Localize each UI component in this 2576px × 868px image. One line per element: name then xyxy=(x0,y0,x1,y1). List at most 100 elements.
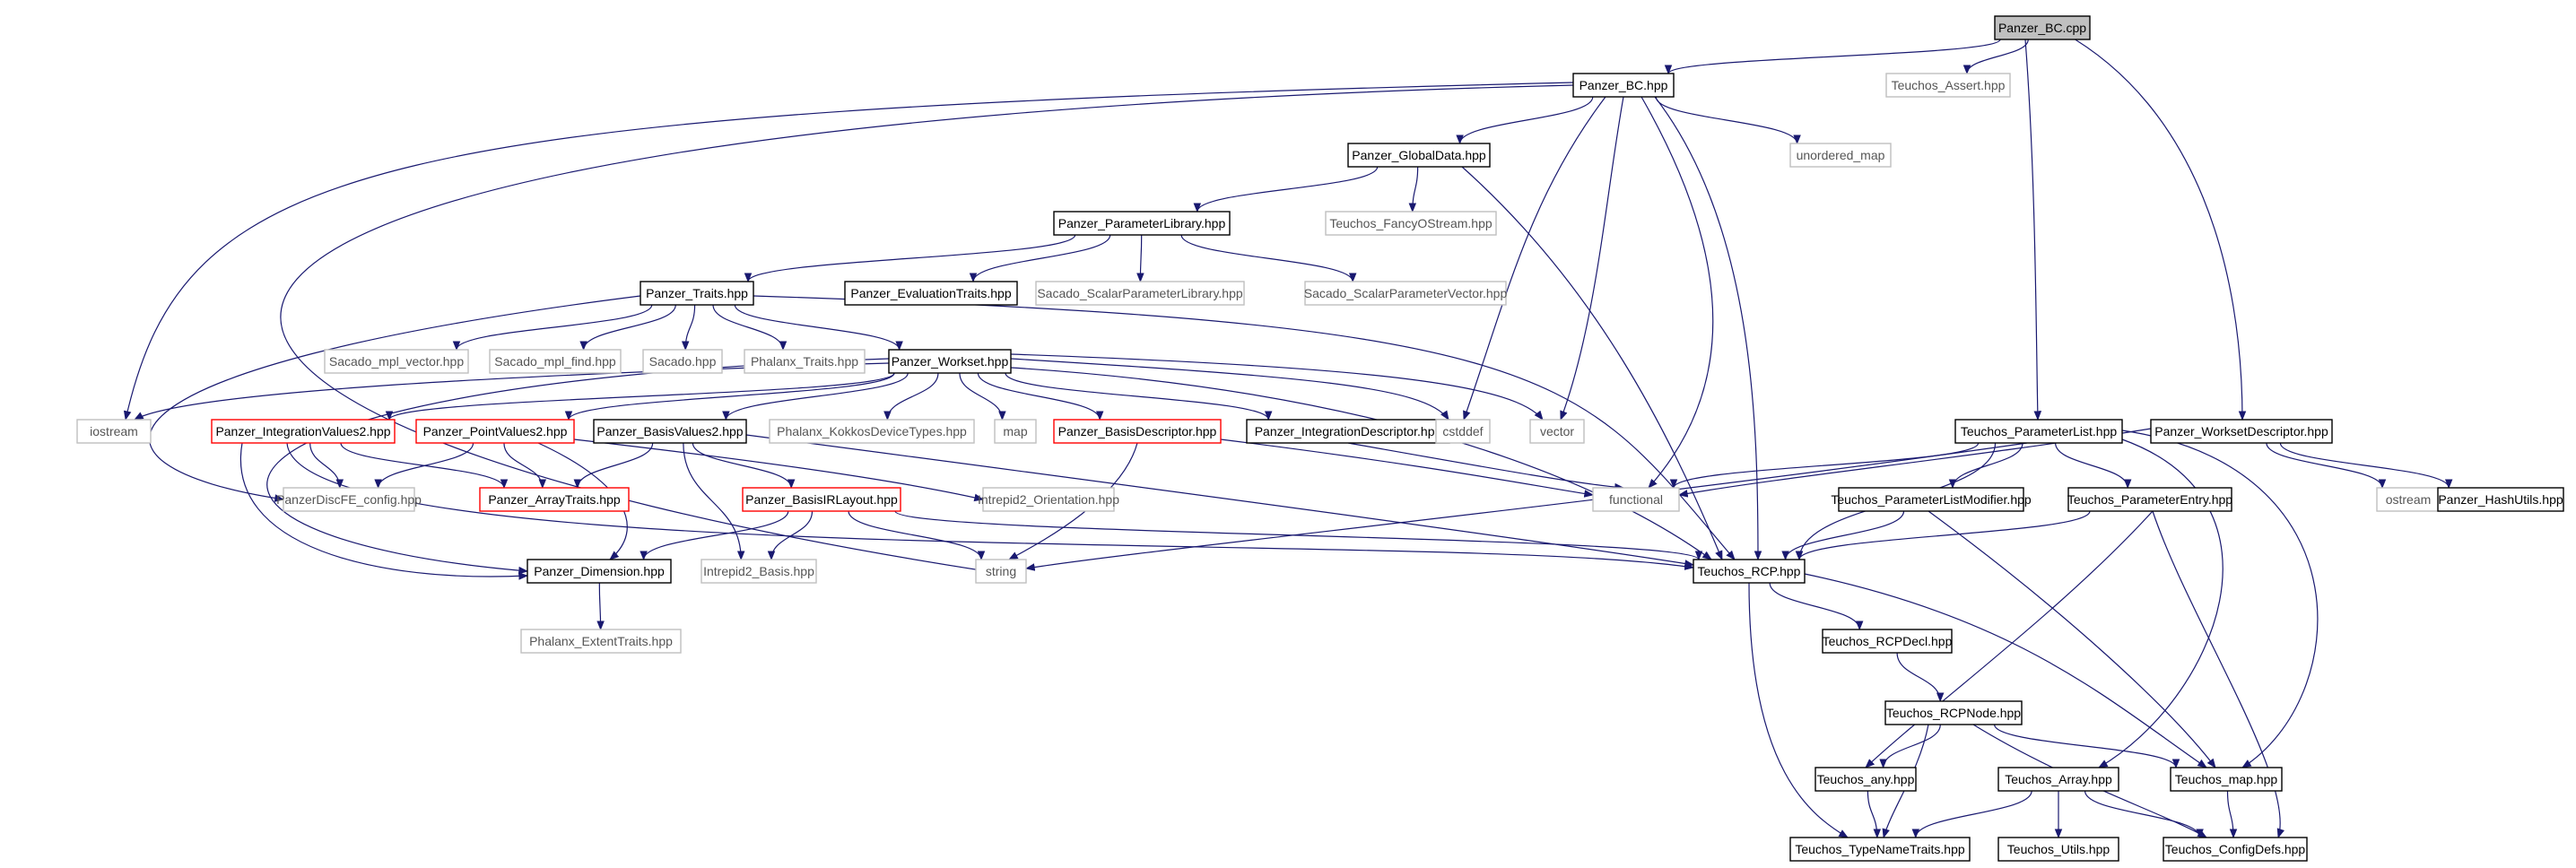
node-label: Panzer_PointValues2.hpp xyxy=(423,424,568,438)
edge-workset-to-kokkosdev xyxy=(883,372,939,421)
edge-globaldata-to-rcp xyxy=(1461,166,1723,560)
edge-basisvals2-to-arraytraits xyxy=(573,442,654,490)
node-box xyxy=(2150,419,2333,444)
node-box xyxy=(1347,143,1491,168)
node-globaldata[interactable]: Panzer_GlobalData.hpp xyxy=(1347,143,1491,168)
node-box xyxy=(1053,211,1231,236)
edge-tarray-to-typename xyxy=(1911,790,2032,839)
node-configdefs[interactable]: Teuchos_ConfigDefs.hpp xyxy=(2163,837,2308,862)
edge-basisir-to-dimension xyxy=(640,510,789,561)
node-label: Teuchos_map.hpp xyxy=(2175,772,2278,786)
node-any[interactable]: Teuchos_any.hpp xyxy=(1815,767,1917,792)
node-label: Panzer_BC.hpp xyxy=(1580,78,1668,92)
node-label: Panzer_BC.cpp xyxy=(1998,21,2086,35)
node-rcpdecl[interactable]: Teuchos_RCPDecl.hpp xyxy=(1822,629,1953,654)
node-utils[interactable]: Teuchos_Utils.hpp xyxy=(1997,837,2119,862)
edge-basisir-to-intrepid_basis xyxy=(767,510,814,561)
node-box xyxy=(982,487,1115,512)
node-label: Panzer_HashUtils.hpp xyxy=(2438,492,2563,507)
node-rcpnode[interactable]: Teuchos_RCPNode.hpp xyxy=(1884,700,2023,725)
node-typename[interactable]: Teuchos_TypeNameTraits.hpp xyxy=(1789,837,1971,862)
edge-basisdesc-to-functional xyxy=(1220,438,1595,498)
node-box xyxy=(415,419,575,444)
node-ptvals2[interactable]: Panzer_PointValues2.hpp xyxy=(415,419,575,444)
node-box xyxy=(1789,837,1971,862)
node-label: Panzer_IntegrationValues2.hpp xyxy=(215,424,390,438)
node-basisir[interactable]: Panzer_BasisIRLayout.hpp xyxy=(742,487,901,512)
edge-plistmod-to-rcp xyxy=(1781,510,1905,561)
node-plistmod[interactable]: Teuchos_ParameterListModifier.hpp xyxy=(1831,487,2032,512)
edge-workset-to-cstddef xyxy=(1010,358,1449,421)
edge-plistmod-to-tmap xyxy=(1928,510,2216,768)
node-label: Sacado_mpl_vector.hpp xyxy=(329,354,464,369)
node-label: Teuchos_ParameterListModifier.hpp xyxy=(1831,492,2032,507)
node-tmap[interactable]: Teuchos_map.hpp xyxy=(2170,767,2283,792)
node-dimension[interactable]: Panzer_Dimension.hpp xyxy=(527,559,672,584)
node-traits[interactable]: Panzer_Traits.hpp xyxy=(640,281,754,306)
node-label: Sacado_ScalarParameterLibrary.hpp xyxy=(1037,286,1243,300)
node-workset[interactable]: Panzer_Workset.hpp xyxy=(888,349,1012,374)
node-plist[interactable]: Teuchos_ParameterList.hpp xyxy=(1954,419,2123,444)
node-phalanx_traits: Phalanx_Traits.hpp xyxy=(744,349,866,374)
node-label: map xyxy=(1003,424,1027,438)
node-label: Panzer_Traits.hpp xyxy=(646,286,748,300)
node-box xyxy=(593,419,747,444)
edge-plist-to-tmap xyxy=(2121,430,2319,768)
node-label: Teuchos_RCPNode.hpp xyxy=(1886,706,2021,720)
node-box xyxy=(888,349,1012,374)
edge-plist-to-plistmod xyxy=(1948,442,2023,490)
node-discfe: PanzerDiscFE_config.hpp xyxy=(276,487,422,512)
node-label: iostream xyxy=(90,424,138,438)
node-basisdesc[interactable]: Panzer_BasisDescriptor.hpp xyxy=(1053,419,1222,444)
node-mpl_vector: Sacado_mpl_vector.hpp xyxy=(324,349,469,374)
node-intdesc[interactable]: Panzer_IntegrationDescriptor.hpp xyxy=(1246,419,1450,444)
node-sacado_spl: Sacado_ScalarParameterLibrary.hpp xyxy=(1035,281,1245,306)
edge-workset-to-intdesc xyxy=(1005,372,1273,421)
node-rcp[interactable]: Teuchos_RCP.hpp xyxy=(1693,559,1806,584)
node-box xyxy=(1304,281,1507,306)
node-box xyxy=(994,419,1037,444)
node-label: PanzerDiscFE_config.hpp xyxy=(276,492,422,507)
edge-workset-to-intvals2 xyxy=(385,372,895,421)
node-box xyxy=(489,349,622,374)
edge-paramlib-to-sacado_spv xyxy=(1180,234,1357,283)
node-box xyxy=(769,419,975,444)
node-label: Teuchos_Utils.hpp xyxy=(2007,842,2110,856)
edge-workset-to-map xyxy=(959,372,1006,421)
node-label: Panzer_EvaluationTraits.hpp xyxy=(850,286,1011,300)
node-evaltraits[interactable]: Panzer_EvaluationTraits.hpp xyxy=(844,281,1018,306)
edge-tmap-to-configdefs xyxy=(2226,790,2238,839)
node-box xyxy=(1838,487,2024,512)
node-wsdesc[interactable]: Panzer_WorksetDescriptor.hpp xyxy=(2150,419,2333,444)
edge-basisvals2-to-intrepid_basis xyxy=(683,442,745,561)
node-hashutils[interactable]: Panzer_HashUtils.hpp xyxy=(2437,487,2564,512)
edge-rcpnode-to-any xyxy=(1879,724,1941,769)
node-basisvals2[interactable]: Panzer_BasisValues2.hpp xyxy=(593,419,747,444)
node-bc_hpp[interactable]: Panzer_BC.hpp xyxy=(1572,73,1675,98)
node-box xyxy=(479,487,630,512)
node-intvals2[interactable]: Panzer_IntegrationValues2.hpp xyxy=(211,419,396,444)
node-pentry[interactable]: Teuchos_ParameterEntry.hpp xyxy=(2067,487,2232,512)
edge-pentry-to-rcp xyxy=(1795,510,2091,561)
node-box xyxy=(1572,73,1675,98)
node-cstddef: cstddef xyxy=(1435,419,1491,444)
node-box xyxy=(76,419,152,444)
edge-basisir-to-string xyxy=(848,510,986,561)
node-label: Panzer_BasisValues2.hpp xyxy=(596,424,743,438)
node-label: Teuchos_RCPDecl.hpp xyxy=(1823,634,1953,648)
node-vector: vector xyxy=(1529,419,1585,444)
node-box xyxy=(1954,419,2123,444)
node-box xyxy=(1053,419,1222,444)
node-root[interactable]: Panzer_BC.cpp xyxy=(1994,15,2091,40)
node-tarray[interactable]: Teuchos_Array.hpp xyxy=(1997,767,2119,792)
node-box xyxy=(283,487,415,512)
node-box xyxy=(2163,837,2308,862)
node-label: Sacado_ScalarParameterVector.hpp xyxy=(1304,286,1508,300)
node-paramlib[interactable]: Panzer_ParameterLibrary.hpp xyxy=(1053,211,1231,236)
edge-rcp-to-tmap xyxy=(1804,573,2207,768)
node-arraytraits[interactable]: Panzer_ArrayTraits.hpp xyxy=(479,487,630,512)
edge-workset-to-basisvals2 xyxy=(722,372,909,421)
node-box xyxy=(1994,15,2091,40)
